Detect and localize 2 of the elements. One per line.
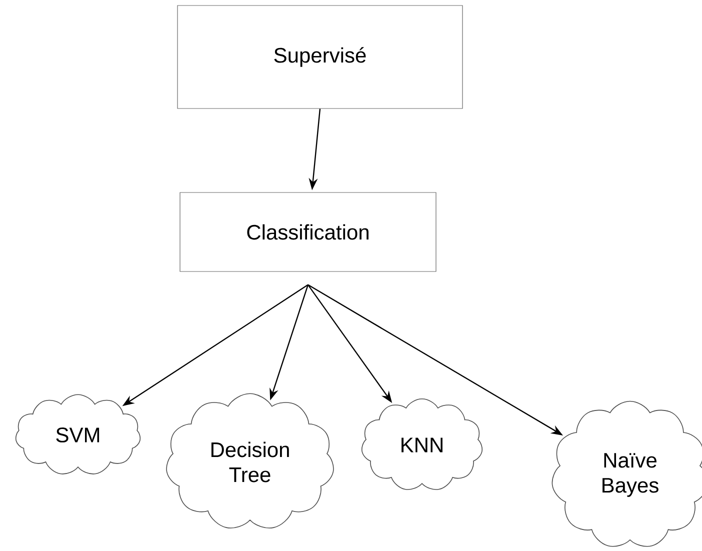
process-box: Supervisé	[177, 5, 463, 109]
process-box: Classification	[180, 192, 436, 272]
